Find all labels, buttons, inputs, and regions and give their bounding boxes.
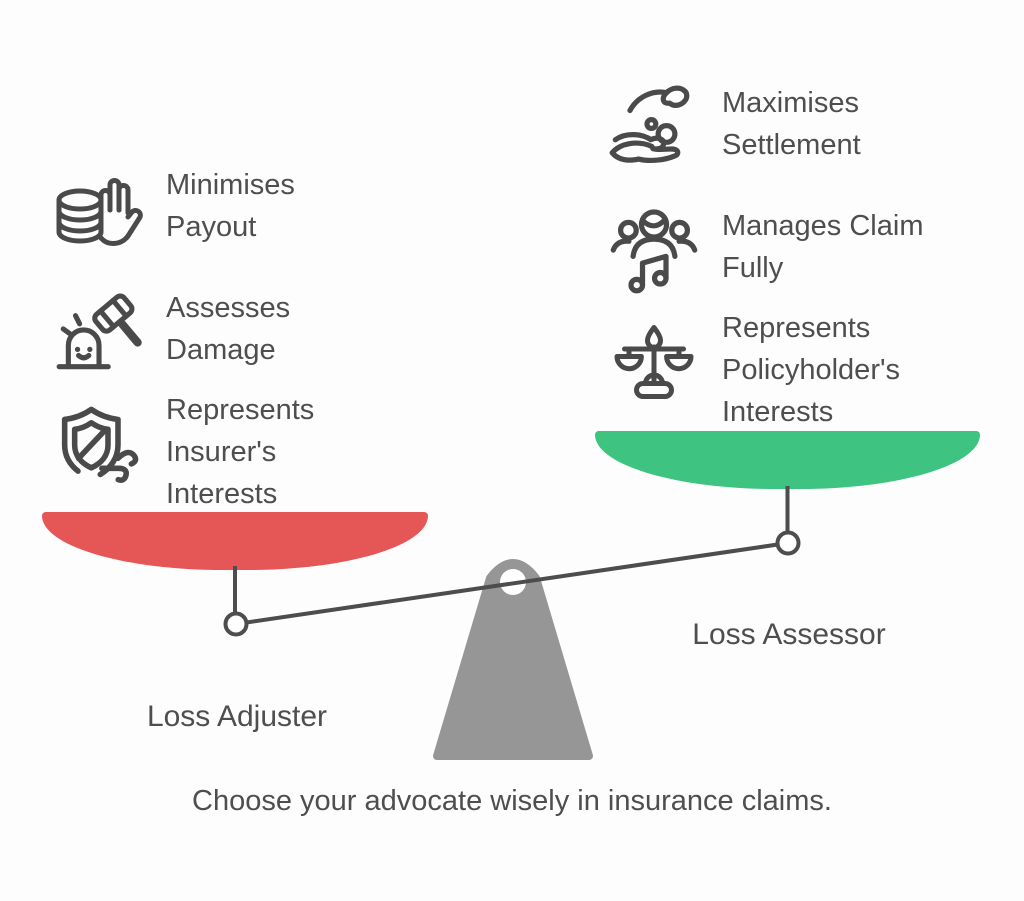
feature-label: Represents Insurer's Interests: [166, 389, 314, 515]
feature-line: Manages Claim: [722, 210, 924, 242]
feature-line: Interests: [722, 396, 834, 428]
shield-slash-wind-icon: [61, 406, 139, 483]
feature-represents-policyholders-interests: Represents Policyholder's Interests: [604, 305, 900, 433]
loss-adjuster-label: Loss Adjuster: [146, 700, 328, 733]
feature-maximises-settlement: Maximises Settlement: [604, 80, 861, 170]
gavel-whack-icon: [56, 293, 142, 370]
feature-label: Minimises Payout: [166, 164, 295, 248]
feature-line: Damage: [166, 334, 276, 366]
icon-box: [604, 80, 704, 170]
feature-line: Maximises: [722, 87, 859, 119]
feature-line: Insurer's: [166, 436, 277, 468]
feature-label: Manages Claim Fully: [722, 205, 923, 289]
right-beam-end: [775, 530, 801, 556]
feature-line: Assesses: [166, 292, 291, 324]
feature-minimises-payout: Minimises Payout: [48, 162, 295, 252]
hands-giving-coins-icon: [609, 85, 690, 164]
feature-label: Assesses Damage: [166, 287, 290, 371]
feature-manages-claim-fully: Manages Claim Fully: [604, 203, 923, 295]
feature-line: Minimises: [166, 169, 295, 201]
justice-scales-icon: [614, 325, 694, 399]
feature-label: Represents Policyholder's Interests: [722, 307, 900, 433]
icon-box: [48, 285, 148, 379]
caption-text: Choose your advocate wisely in insurance…: [192, 785, 832, 817]
beam-line: [235, 541, 789, 626]
people-group-music-note-icon: [610, 209, 698, 294]
feature-label: Maximises Settlement: [722, 82, 861, 166]
icon-box: [48, 162, 148, 252]
icon-box: [48, 387, 148, 495]
feature-line: Represents: [166, 394, 315, 426]
feature-line: Payout: [166, 211, 257, 243]
icon-box: [604, 203, 704, 295]
feature-line: Policyholder's: [722, 354, 901, 386]
icon-box: [604, 305, 704, 411]
loss-assessor-label: Loss Assessor: [692, 618, 886, 651]
feature-assesses-damage: Assesses Damage: [48, 285, 290, 379]
feature-line: Settlement: [722, 129, 861, 161]
feature-line: Interests: [166, 478, 278, 510]
feature-line: Fully: [722, 252, 784, 284]
left-beam-end: [223, 611, 249, 637]
feature-line: Represents: [722, 312, 871, 344]
coins-stop-hand-icon: [56, 178, 143, 246]
feature-represents-insurers-interests: Represents Insurer's Interests: [48, 387, 314, 515]
